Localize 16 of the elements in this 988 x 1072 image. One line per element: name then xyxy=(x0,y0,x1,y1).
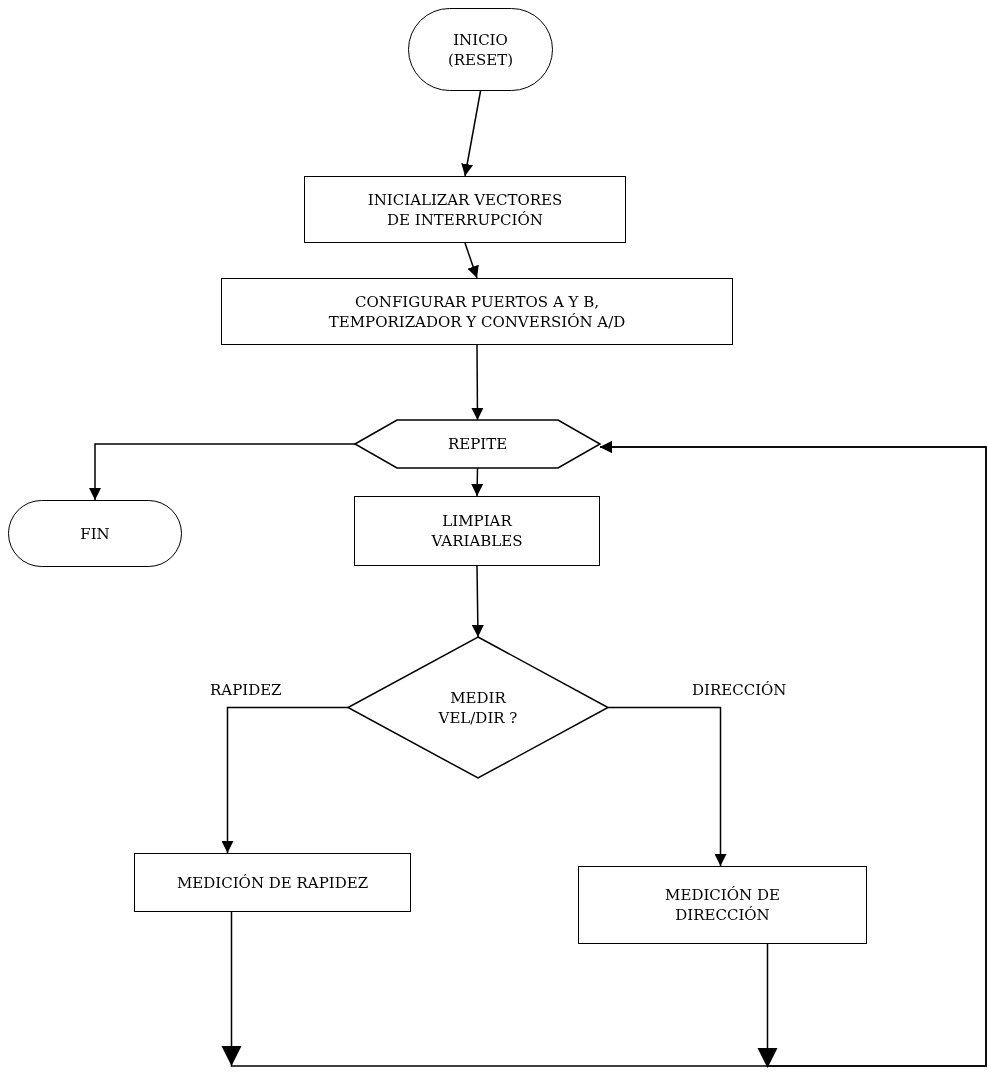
process-box xyxy=(221,278,733,345)
process-box xyxy=(354,496,600,566)
node-text: REPITE xyxy=(446,434,509,454)
loop-hexagon xyxy=(355,420,600,468)
node-text: INICIALIZAR VECTORES DE INTERRUPCIÓN xyxy=(366,189,564,230)
node-text: MEDICIÓN DE DIRECCIÓN xyxy=(664,885,781,925)
node-text: FIN xyxy=(79,523,111,544)
process-box xyxy=(134,853,411,912)
node-text: INICIO (RESET) xyxy=(446,29,515,70)
node-text: LIMPIAR VARIABLES xyxy=(430,511,524,551)
decision-diamond xyxy=(348,637,608,778)
node-text: CONFIGURAR PUERTOS A Y B, TEMPORIZADOR Y CONVERSIÓN A/D xyxy=(327,291,627,332)
process-box xyxy=(304,176,626,243)
node-text: MEDIR VEL/DIR ? xyxy=(437,687,519,728)
node-text: MEDICIÓN DE RAPIDEZ xyxy=(175,872,370,893)
process-box xyxy=(578,866,867,944)
